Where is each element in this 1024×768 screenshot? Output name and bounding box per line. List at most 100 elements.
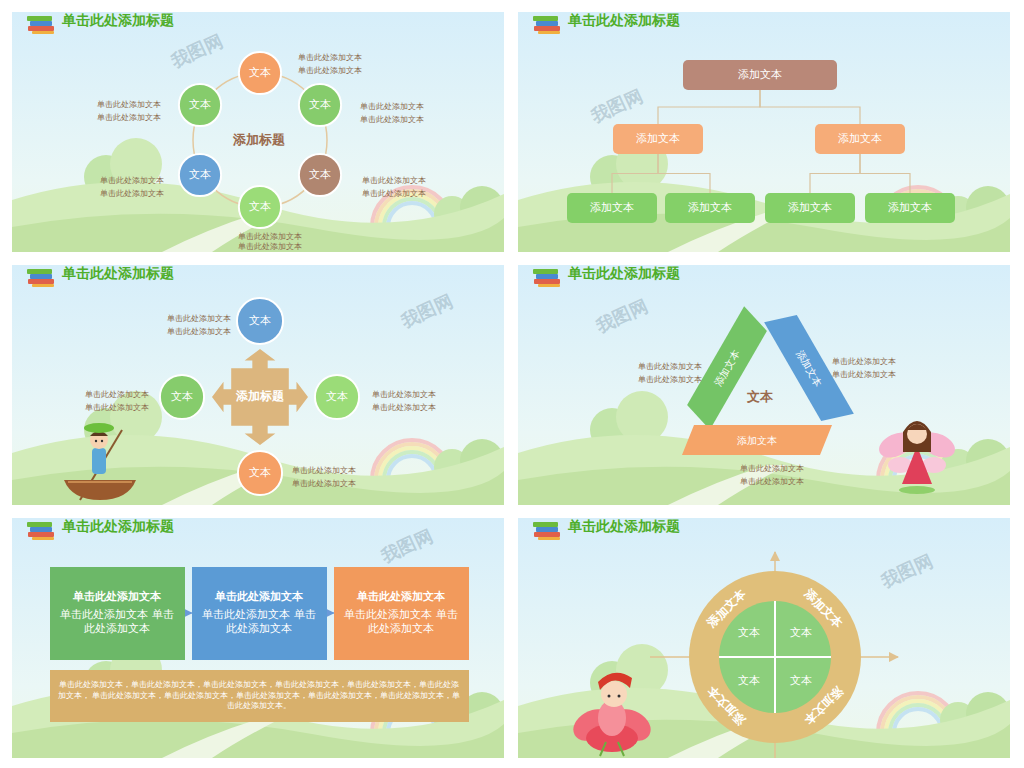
step-box: 单击此处添加文本单击此处添加文本 单击此处添加文本 bbox=[334, 567, 469, 660]
decor-path bbox=[903, 421, 931, 452]
decor-use bbox=[518, 265, 1010, 505]
note-text: 单击此处添加文本 bbox=[740, 477, 804, 487]
decor-circle bbox=[601, 681, 627, 707]
watermark: 我图网 bbox=[588, 85, 646, 127]
satellite-circle: 文本 bbox=[314, 374, 360, 420]
note-text: 单击此处添加文本 bbox=[292, 466, 356, 476]
shape-circle bbox=[238, 451, 282, 495]
center-title: 添加标题 bbox=[233, 132, 285, 148]
shape-circle bbox=[179, 84, 221, 126]
note-text: 单击此处添加文本 bbox=[100, 189, 164, 199]
connector bbox=[658, 154, 710, 193]
center-title: 文本 bbox=[747, 389, 773, 405]
connector bbox=[760, 90, 860, 124]
decor-path bbox=[598, 673, 632, 690]
cycle-circle: 文本 bbox=[298, 83, 342, 127]
node-text: 添加标题 bbox=[236, 389, 284, 405]
triangle-band: 添加文本 bbox=[764, 306, 854, 429]
watermark: 我图网 bbox=[878, 550, 936, 592]
shape-circle bbox=[160, 375, 204, 419]
org-leaf-box: 添加文本 bbox=[665, 193, 755, 223]
note-text: 单击此处添加文本 bbox=[100, 176, 164, 186]
org-root-box: 添加文本 bbox=[683, 60, 837, 90]
node-text: 文本 bbox=[189, 168, 211, 182]
note-text: 单击此处添加文本 bbox=[638, 362, 702, 372]
note-text: 单击此处添加文本 bbox=[362, 189, 426, 199]
shape-path bbox=[212, 349, 308, 445]
flower-girl bbox=[568, 673, 657, 756]
note-text: 单击此处添加文本 bbox=[292, 479, 356, 489]
decor-path bbox=[64, 480, 136, 500]
org-leaf-box: 添加文本 bbox=[765, 193, 855, 223]
fairy bbox=[875, 421, 959, 494]
slide-title: 单击此处添加标题 bbox=[62, 12, 174, 29]
node-text: 文本 bbox=[249, 200, 271, 214]
node-text: 文本 bbox=[738, 626, 760, 640]
decor-path bbox=[68, 481, 132, 483]
decor-circle bbox=[618, 695, 621, 698]
node-text: 文本 bbox=[790, 626, 812, 640]
decor-ellipse bbox=[899, 486, 935, 494]
org-branch-box: 添加文本 bbox=[613, 124, 703, 154]
cycle-circle: 文本 bbox=[298, 153, 342, 197]
shape-circle bbox=[299, 154, 341, 196]
satellite-circle: 文本 bbox=[159, 374, 205, 420]
shape-circle bbox=[719, 601, 831, 713]
decor-circle bbox=[101, 440, 103, 442]
cycle-circle: 文本 bbox=[178, 153, 222, 197]
cycle-circle: 文本 bbox=[178, 83, 222, 127]
note-text: 单击此处添加文本 bbox=[832, 357, 896, 367]
note-text: 单击此处添加文本 bbox=[238, 232, 302, 242]
note-text: 单击此处添加文本 bbox=[97, 113, 161, 123]
note-text: 单击此处添加文本 bbox=[167, 314, 231, 324]
decor-use bbox=[518, 12, 1010, 252]
decor-circle bbox=[608, 695, 611, 698]
note-text: 单击此处添加文本 bbox=[638, 375, 702, 385]
triangle-band: 添加文本 bbox=[682, 425, 832, 455]
cycle-circle: 文本 bbox=[238, 185, 282, 229]
watermark: 我图网 bbox=[378, 525, 436, 567]
decor-use bbox=[518, 518, 1010, 758]
decor-circle bbox=[90, 431, 108, 449]
node-text: 文本 bbox=[738, 674, 760, 688]
slide-title: 单击此处添加标题 bbox=[568, 12, 680, 29]
node-text: 添加文本 bbox=[838, 132, 882, 146]
note-text: 单击此处添加文本 bbox=[360, 115, 424, 125]
node-text: 文本 bbox=[189, 98, 211, 112]
node-text: 添加文本 bbox=[636, 132, 680, 146]
node-text: 单击此处添加文本 bbox=[215, 590, 303, 604]
note-text: 单击此处添加文本 bbox=[167, 327, 231, 337]
note-text: 单击此处添加文本 bbox=[97, 100, 161, 110]
node-text: 添加文本 bbox=[737, 434, 777, 447]
decor-use bbox=[12, 518, 504, 758]
connector bbox=[327, 612, 334, 614]
note-text: 单击此处添加文本 bbox=[740, 464, 804, 474]
note-text: 单击此处添加文本 bbox=[85, 403, 149, 413]
decor-path bbox=[907, 424, 927, 430]
connector bbox=[185, 612, 192, 614]
satellite-circle: 文本 bbox=[237, 450, 283, 496]
watermark: 我图网 bbox=[168, 30, 226, 72]
decor-rect bbox=[92, 448, 106, 474]
decor-ellipse bbox=[84, 423, 114, 433]
connector bbox=[810, 154, 860, 193]
note-text: 单击此处添加文本 bbox=[372, 390, 436, 400]
node-text: 单击此处添加文本 单击此处添加文本 bbox=[58, 608, 177, 637]
boy-in-boat bbox=[64, 423, 136, 500]
shape-circle bbox=[689, 571, 861, 743]
decor-use bbox=[12, 265, 504, 505]
node-text: 添加文本 bbox=[738, 68, 782, 82]
note-text: 单击此处添加文本 bbox=[372, 403, 436, 413]
decor-path bbox=[600, 742, 624, 756]
org-leaf-box: 添加文本 bbox=[567, 193, 657, 223]
decor-circle bbox=[907, 424, 927, 444]
note-text: 单击此处添加文本 bbox=[298, 53, 362, 63]
watermark: 我图网 bbox=[398, 290, 456, 332]
summary-box: 单击此处添加文本，单击此处添加文本，单击此处添加文本，单击此处添加文本，单击此处… bbox=[50, 670, 469, 722]
note-text: 单击此处添加文本 bbox=[360, 102, 424, 112]
step-box: 单击此处添加文本单击此处添加文本 单击此处添加文本 bbox=[192, 567, 327, 660]
shape-circle bbox=[237, 298, 283, 344]
connector bbox=[612, 154, 658, 193]
decor-use bbox=[12, 12, 504, 252]
